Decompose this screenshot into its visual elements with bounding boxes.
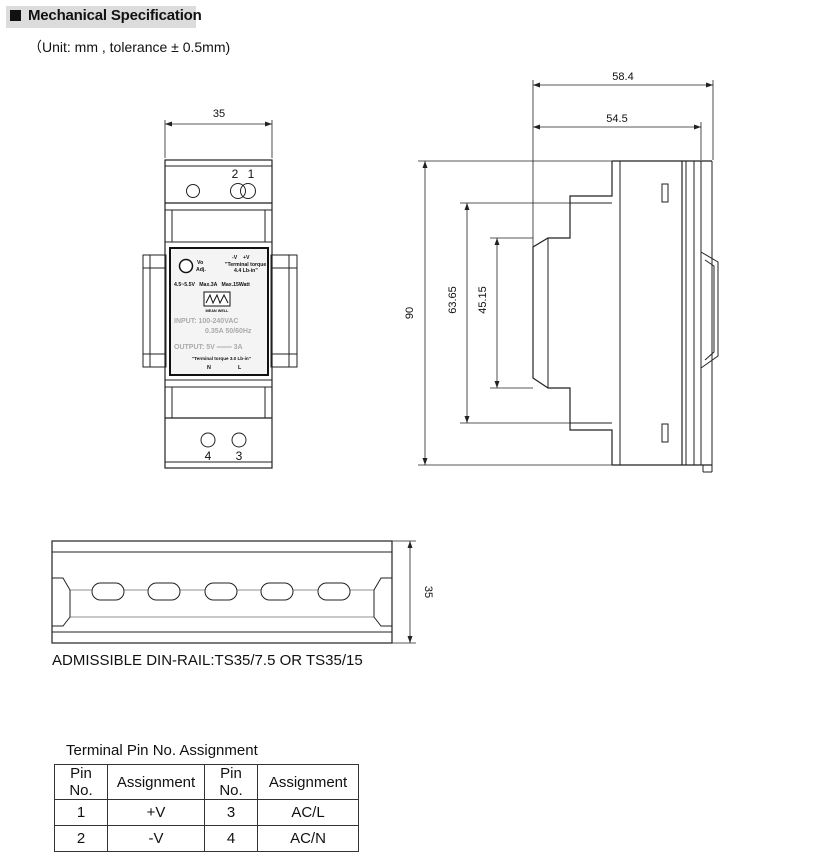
depth-inner-dim: 54.5 bbox=[606, 113, 627, 125]
header-pin-no-1: Pin No. bbox=[54, 764, 108, 800]
section-header-bar bbox=[6, 6, 196, 28]
vo-adjust-knob-icon bbox=[178, 258, 194, 274]
polarity-label: -V +V bbox=[232, 255, 250, 261]
input-line-2: 0.35A 50/60Hz bbox=[205, 328, 252, 335]
terminal-l-label: L bbox=[238, 365, 242, 371]
torque-bottom-line: "Terminal torque 3.0 Lb-in" bbox=[192, 356, 251, 361]
table-cell: 2 bbox=[54, 825, 108, 852]
depth-total-dim: 58.4 bbox=[612, 71, 633, 83]
rating-line: 4.5~5.5V Max.3A Max.15Watt bbox=[174, 282, 250, 288]
input-line-1: INPUT: 100-240VAC bbox=[174, 318, 238, 325]
torque-top-line-1: "Terminal torque bbox=[225, 262, 266, 268]
height-total-dim: 90 bbox=[404, 307, 416, 319]
pin-table-caption: Terminal Pin No. Assignment bbox=[66, 742, 258, 759]
section-title: Mechanical Specification bbox=[28, 7, 202, 24]
front-width-dim: 35 bbox=[213, 108, 225, 120]
table-row: 1 +V 3 AC/L bbox=[54, 799, 359, 826]
table-row: 2 -V 4 AC/N bbox=[54, 825, 359, 852]
brand-text: MEAN WELL bbox=[206, 309, 230, 313]
din-rail-height-dim: 35 bbox=[422, 586, 434, 598]
table-cell: AC/L bbox=[257, 799, 359, 826]
adj-label: Adj. bbox=[196, 267, 206, 273]
table-cell: 1 bbox=[54, 799, 108, 826]
pin-number-3: 3 bbox=[236, 449, 243, 463]
height-mid-dim: 63.65 bbox=[447, 286, 459, 314]
header-assignment-1: Assignment bbox=[107, 764, 205, 800]
header-assignment-2: Assignment bbox=[257, 764, 359, 800]
pin-number-4: 4 bbox=[205, 449, 212, 463]
din-rail: 35 bbox=[51, 540, 434, 644]
terminal-n-label: N bbox=[207, 365, 211, 371]
output-line: OUTPUT: 5V ═══ 3A bbox=[174, 344, 243, 351]
front-view: 35 2 1 4 3 bbox=[142, 108, 298, 469]
height-inner-dim: 45.15 bbox=[477, 286, 489, 314]
header-pin-no-2: Pin No. bbox=[204, 764, 258, 800]
table-header-row: Pin No. Assignment Pin No. Assignment bbox=[54, 764, 359, 800]
pin-number-1: 1 bbox=[248, 167, 255, 181]
table-cell: 3 bbox=[204, 799, 258, 826]
vo-label: Vo bbox=[197, 260, 203, 266]
side-view: 58.4 54.5 90 63.65 45.15 bbox=[404, 71, 719, 473]
pin-assignment-table: Pin No. Assignment Pin No. Assignment 1 … bbox=[54, 764, 359, 852]
pin-number-2: 2 bbox=[232, 167, 239, 181]
section-bullet-icon bbox=[10, 10, 21, 21]
table-cell: -V bbox=[107, 825, 205, 852]
mean-well-logo: MEAN WELL bbox=[203, 291, 231, 313]
table-cell: +V bbox=[107, 799, 205, 826]
table-cell: AC/N bbox=[257, 825, 359, 852]
din-rail-caption: ADMISSIBLE DIN-RAIL:TS35/7.5 OR TS35/15 bbox=[52, 652, 363, 669]
torque-top-line-2: 4.4 Lb-in" bbox=[234, 268, 258, 274]
unit-note: （Unit: mm , tolerance ± 0.5mm) bbox=[28, 39, 231, 55]
table-cell: 4 bbox=[204, 825, 258, 852]
